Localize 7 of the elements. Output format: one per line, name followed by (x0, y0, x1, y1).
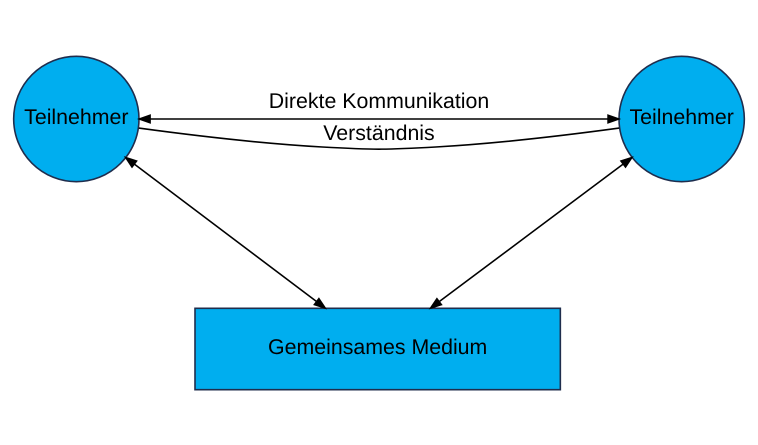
edge-label: Direkte Kommunikation (268, 88, 490, 113)
connector (138, 126, 620, 150)
arrow (124, 156, 328, 310)
node-box: Gemeinsames Medium (194, 307, 562, 390)
arrow (136, 114, 622, 124)
arrow (428, 156, 634, 310)
edge-label: Verständnis (323, 120, 435, 145)
